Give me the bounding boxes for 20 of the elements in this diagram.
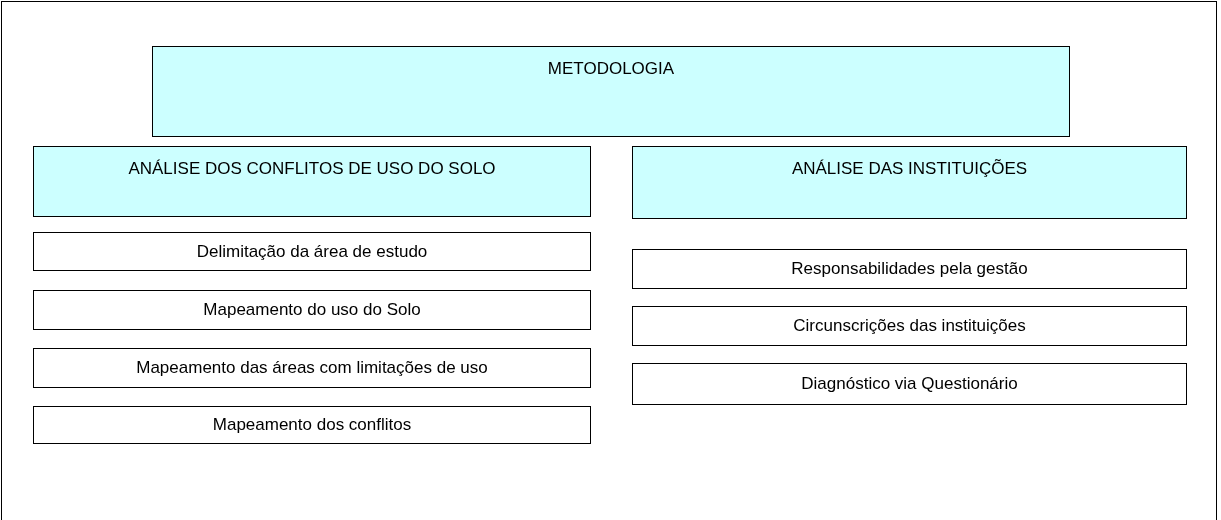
step-box: [632, 363, 1187, 405]
box-label: ANÁLISE DAS INSTITUIÇÕES: [791, 159, 1028, 179]
heading-box: [33, 146, 591, 217]
box-label: Delimitação da área de estudo: [196, 241, 428, 262]
step-box: [33, 348, 591, 388]
step-box: [33, 406, 591, 444]
box-label: Mapeamento do uso do Solo: [203, 300, 421, 320]
step-box: [33, 290, 591, 330]
box-label: Mapeamento das áreas com limitações de uso: [136, 358, 488, 378]
step-box: [632, 306, 1187, 346]
box-label: Mapeamento dos conflitos: [212, 415, 412, 435]
box-label: Diagnóstico via Questionário: [801, 374, 1018, 394]
box-label: Responsabilidades pela gestão: [791, 259, 1028, 279]
box-label: ANÁLISE DOS CONFLITOS DE USO DO SOLO: [128, 159, 496, 179]
box-label: Circunscrições das instituições: [793, 316, 1026, 336]
heading-box: [152, 46, 1070, 137]
step-box: [632, 249, 1187, 289]
step-box: [33, 232, 591, 271]
heading-box: [632, 146, 1187, 219]
box-label: METODOLOGIA: [547, 59, 675, 79]
